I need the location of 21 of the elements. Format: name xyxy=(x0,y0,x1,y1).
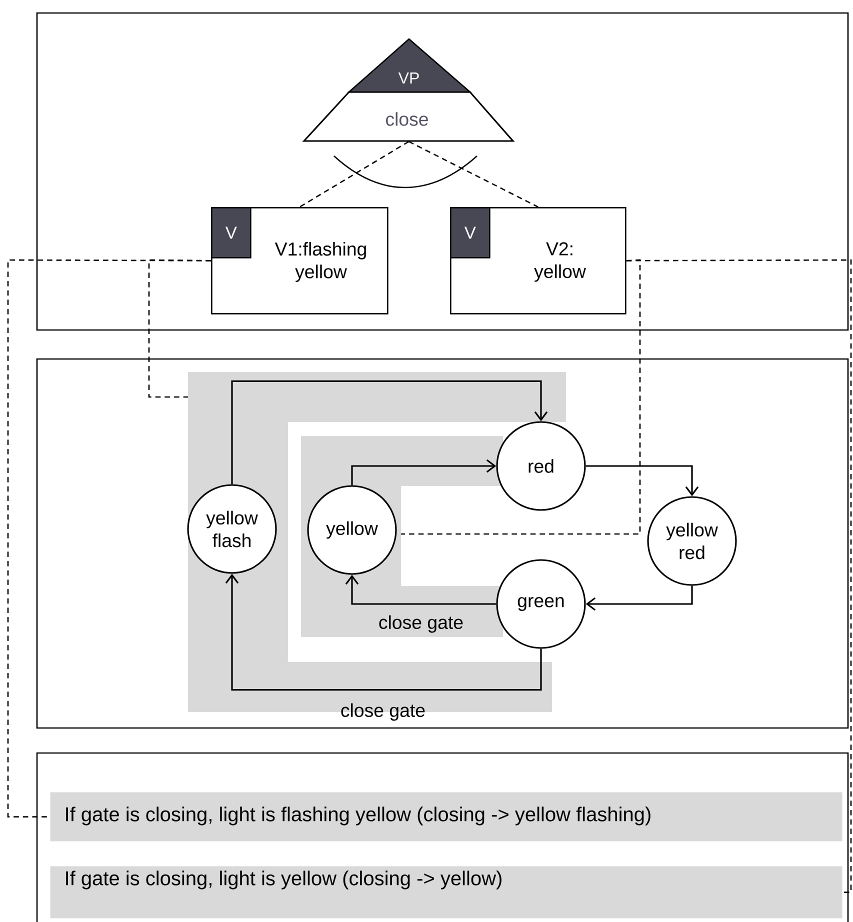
panel-box xyxy=(36,12,849,331)
edge-label: close gate xyxy=(379,615,463,633)
panel-box xyxy=(36,358,849,729)
requirement-bar: If gate is closing, light is flashing yellow (closing -> yellow flashing) xyxy=(50,792,842,842)
connector-line xyxy=(401,259,641,535)
connector-line xyxy=(299,140,410,208)
connector-line xyxy=(626,259,852,893)
arrow xyxy=(345,574,496,605)
arrow xyxy=(225,574,542,691)
arrow xyxy=(586,586,693,611)
connector-line xyxy=(148,259,211,398)
arrow xyxy=(231,380,548,484)
connector-line xyxy=(408,140,538,208)
edge-label: close gate xyxy=(341,703,425,721)
variant-box: V V2: yellow xyxy=(450,207,626,314)
variant-box: V V1:flashing yellow xyxy=(211,207,388,314)
node-label: VP xyxy=(398,72,419,84)
panel-box xyxy=(36,752,849,922)
arrow xyxy=(586,465,699,496)
requirement-bar: If gate is closing, light is yellow (closing -> yellow) xyxy=(50,866,842,918)
arrow xyxy=(351,459,496,486)
